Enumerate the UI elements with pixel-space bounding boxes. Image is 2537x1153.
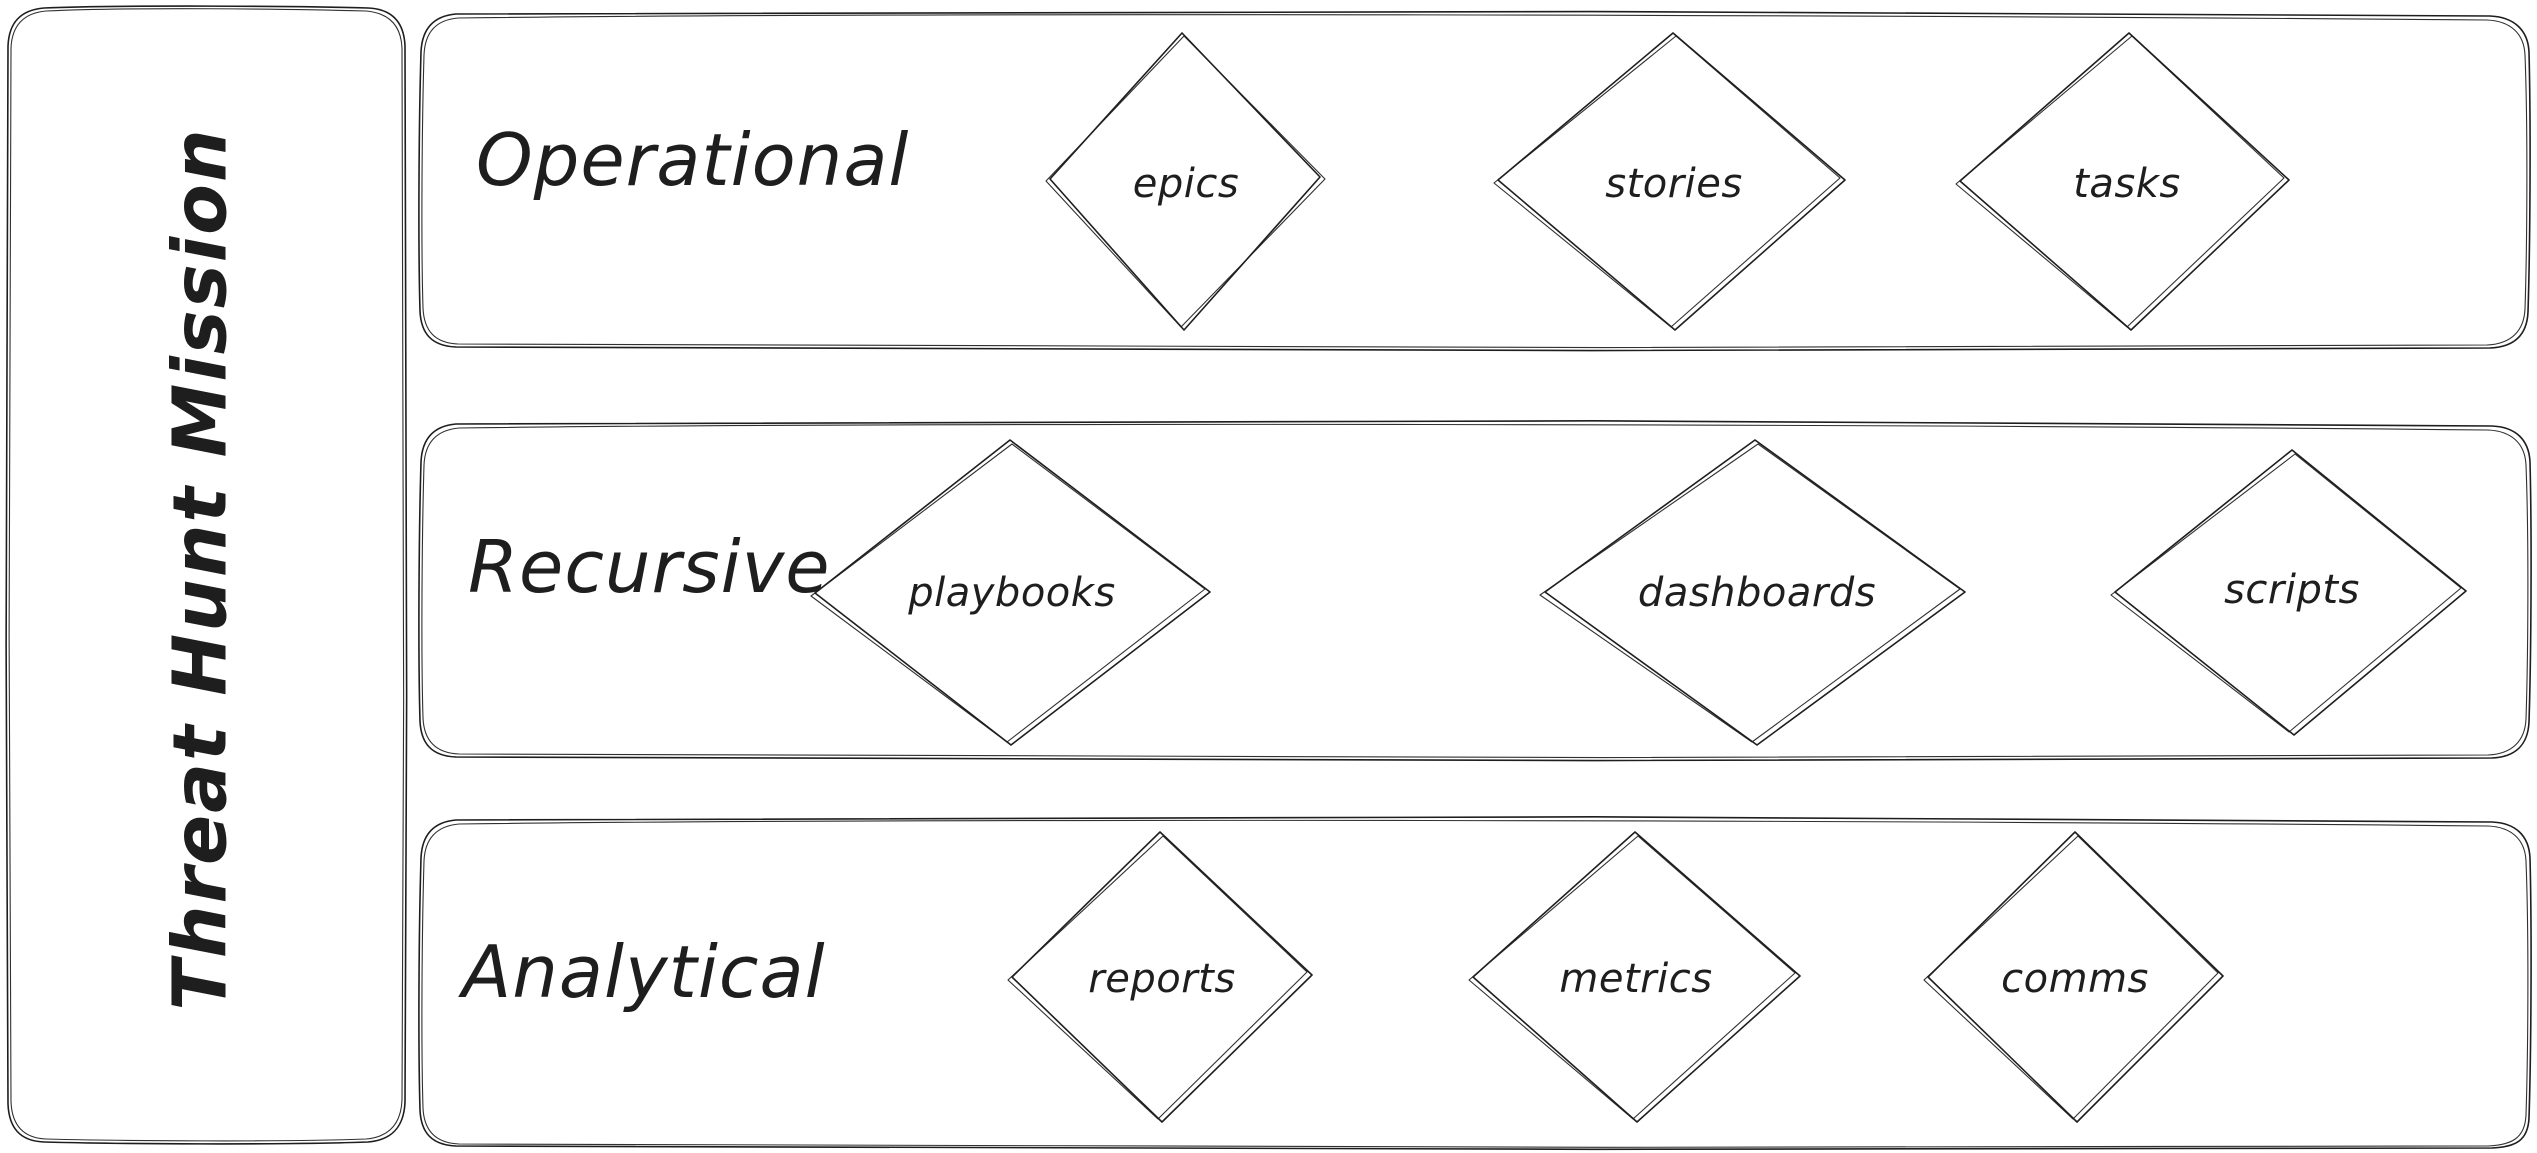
node-dashboards-shape[interactable] <box>1539 439 1966 746</box>
node-playbooks-shape[interactable] <box>810 439 1211 746</box>
lane-label-recursive: Recursive <box>468 525 831 609</box>
node-tasks-shape[interactable] <box>1955 32 2290 331</box>
node-label-metrics: metrics <box>1559 956 1713 1002</box>
node-comms-shape[interactable] <box>1923 831 2224 1123</box>
node-label-stories: stories <box>1605 161 1743 207</box>
node-stories-shape[interactable] <box>1493 32 1846 331</box>
lane-analytical-shape[interactable] <box>418 815 2532 1151</box>
node-label-comms: comms <box>2001 956 2149 1002</box>
node-label-reports: reports <box>1088 956 1236 1002</box>
node-epics-shape[interactable] <box>1045 32 1326 331</box>
mission-panel-title-text: Threat Hunt Mission <box>158 127 245 1011</box>
node-label-scripts: scripts <box>2224 567 2360 613</box>
mission-panel-shape[interactable] <box>5 5 408 1145</box>
node-label-epics: epics <box>1132 161 1240 207</box>
node-scripts-shape[interactable] <box>2110 449 2467 736</box>
lane-label-analytical: Analytical <box>462 930 826 1014</box>
node-label-dashboards: dashboards <box>1637 570 1877 616</box>
lane-operational-shape[interactable] <box>418 10 2531 352</box>
node-metrics-shape[interactable] <box>1468 831 1801 1123</box>
lane-label-operational: Operational <box>476 118 910 202</box>
node-reports-shape[interactable] <box>1007 831 1313 1123</box>
node-label-playbooks: playbooks <box>908 570 1116 616</box>
mission-panel-title: Threat Hunt Mission <box>0 0 402 1138</box>
node-label-tasks: tasks <box>2073 161 2181 207</box>
lane-recursive-shape[interactable] <box>418 419 2532 762</box>
